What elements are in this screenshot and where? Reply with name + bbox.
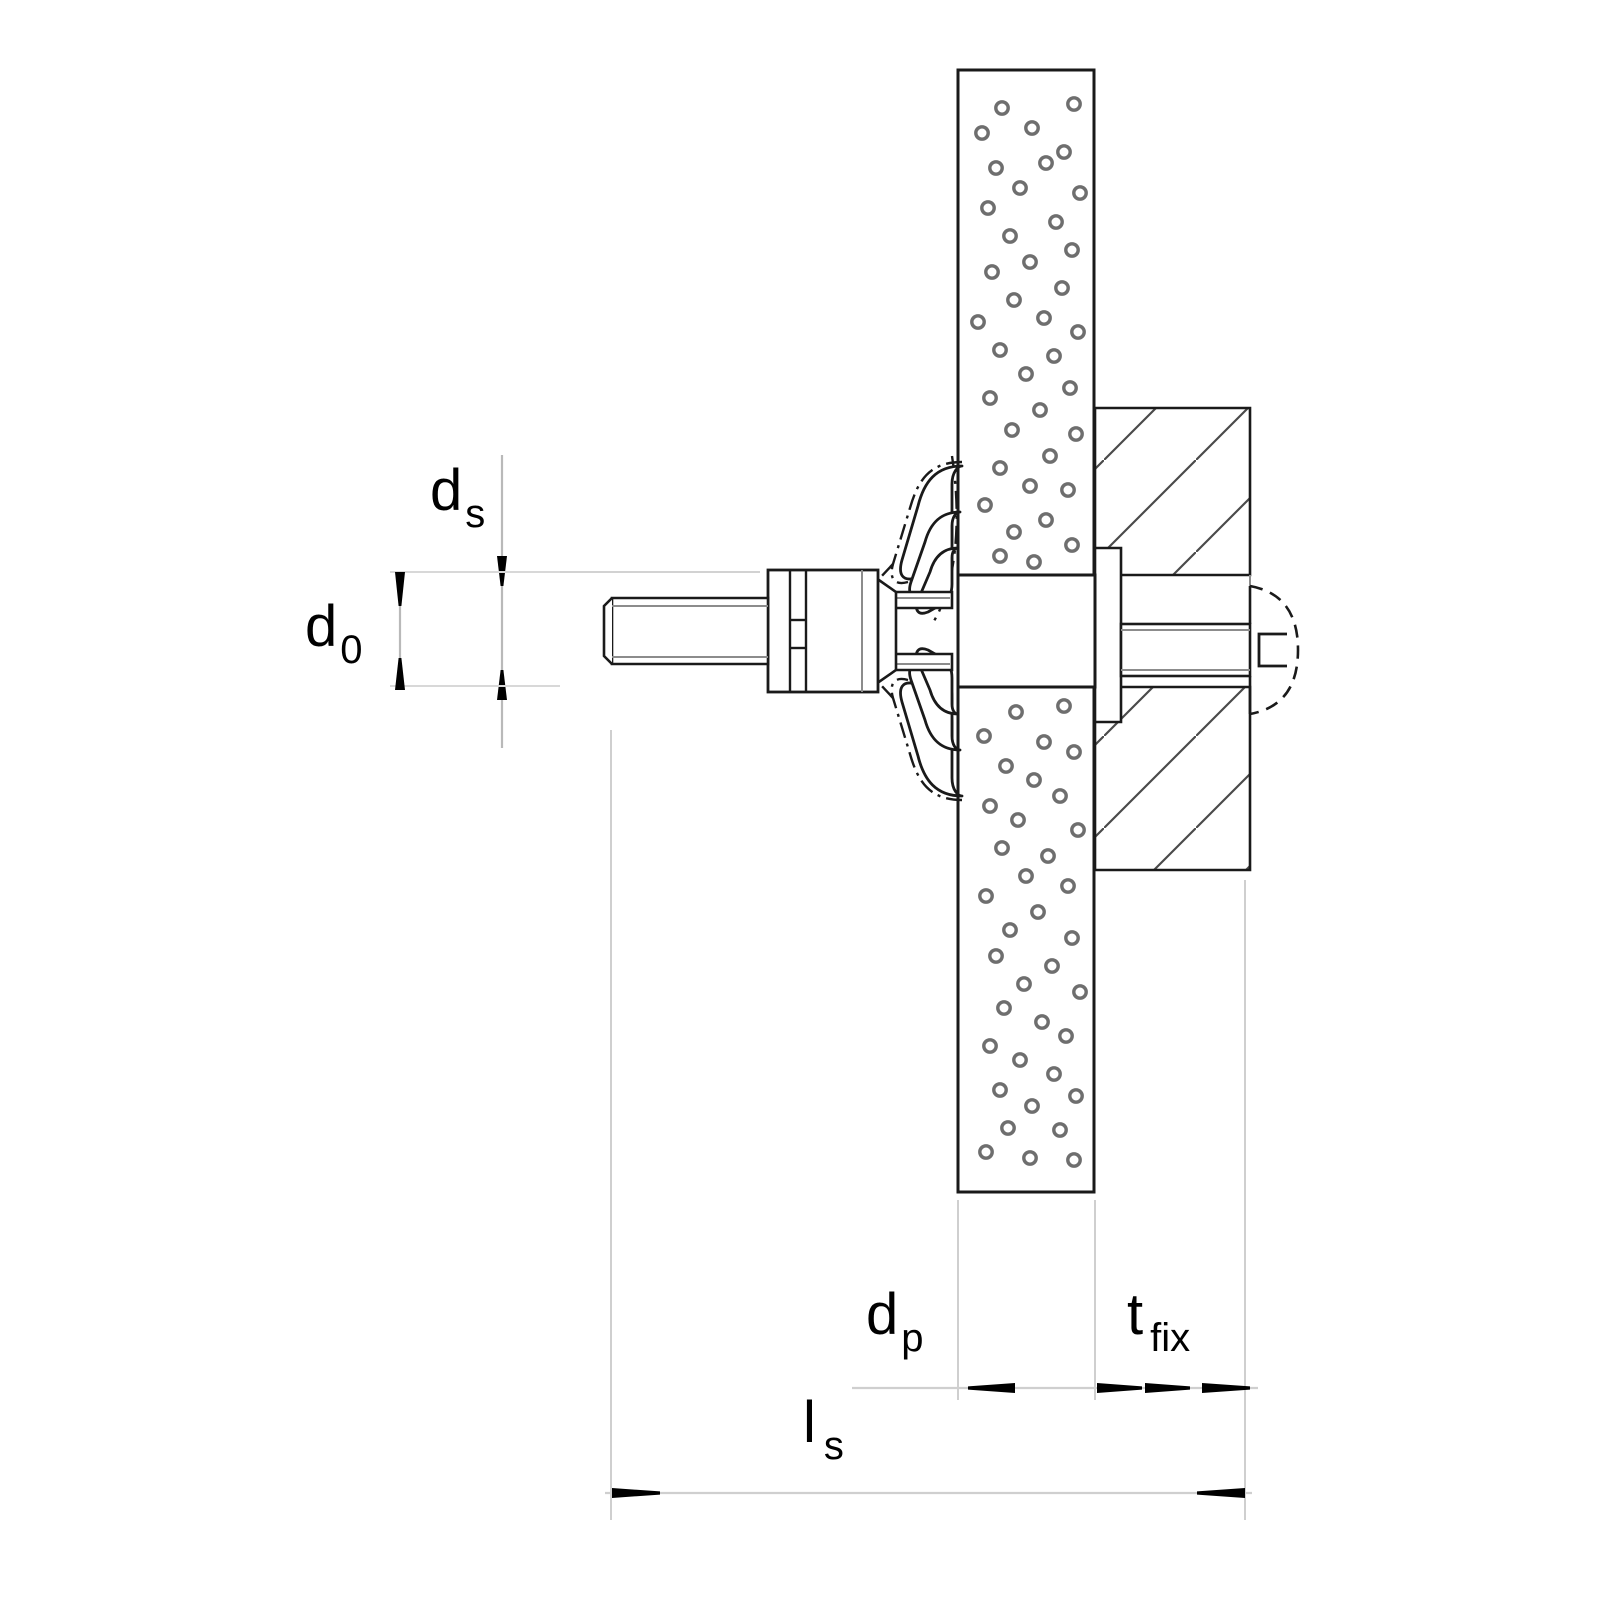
machine-screw xyxy=(1119,584,1300,716)
setting-tool-mandrel xyxy=(602,568,880,694)
anchor-lower-wing xyxy=(879,647,964,802)
dimension-ds xyxy=(390,455,560,748)
fixture-plate xyxy=(1093,406,1252,872)
dimension-label-dp: dp xyxy=(866,1282,924,1360)
dimension-extension-lines xyxy=(610,730,1246,1520)
hollow-wall-panel xyxy=(956,68,1096,1194)
cavity-fixing-anchor-body xyxy=(874,455,1097,802)
dimension-d0 xyxy=(395,572,405,690)
dimension-ls xyxy=(605,1488,1252,1498)
anchor-upper-wing xyxy=(879,455,964,622)
dimension-dp-tfix xyxy=(852,1383,1258,1393)
dimension-label-d0: d0 xyxy=(305,594,363,672)
dimension-label-ds: ds xyxy=(430,458,486,536)
